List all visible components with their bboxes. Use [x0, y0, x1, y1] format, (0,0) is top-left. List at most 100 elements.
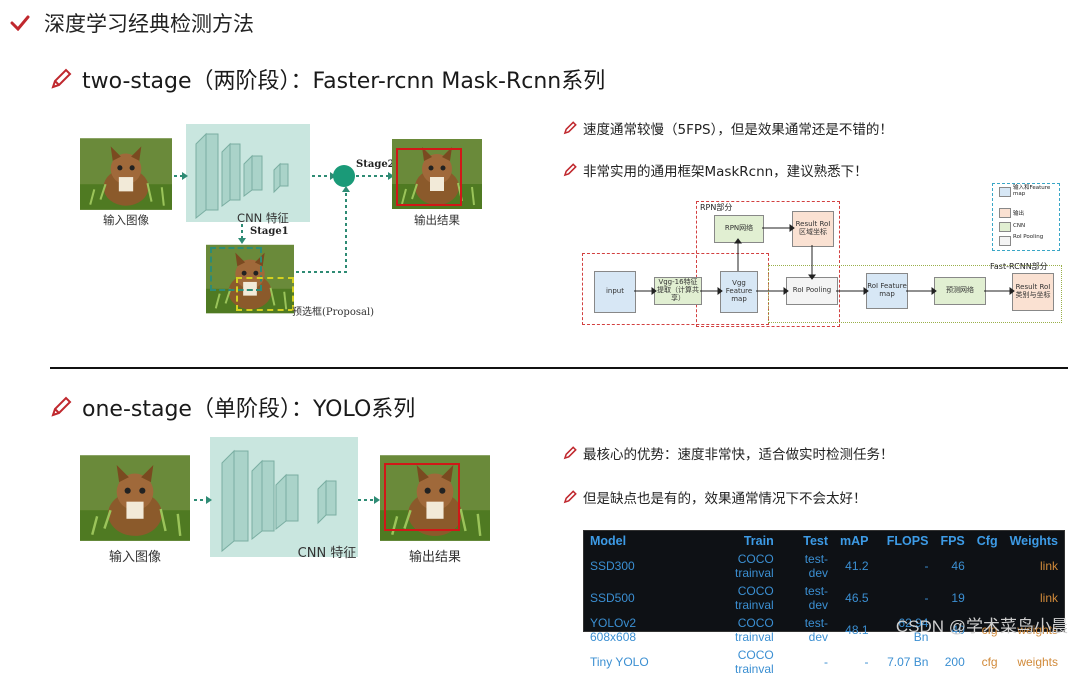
table-cell: 48.1	[845, 623, 869, 637]
input-image-label: 输入图像	[103, 213, 149, 227]
table-cell: test-dev	[804, 584, 829, 612]
result-rpn-box: Result RoI区域坐标	[792, 211, 834, 247]
table-cell: 46	[951, 559, 965, 573]
table-cell: SSD300	[590, 559, 635, 573]
legend-swatch-roi	[999, 236, 1011, 246]
table-cell: 200	[944, 655, 965, 669]
table-cell: -	[864, 655, 869, 669]
proposal-box	[236, 277, 294, 311]
input-image	[80, 138, 172, 210]
table-row: YOLOv2 608x608 COCO trainval test-dev 48…	[584, 614, 1064, 646]
table-cell: 40	[951, 623, 965, 637]
table-cell: test-dev	[804, 552, 829, 580]
one-stage-bullet-1: 最核心的优势：速度非常快，适合做实时检测任务！	[563, 443, 894, 463]
two-stage-heading-row: two-stage（两阶段）：Faster-rcnn Mask-Rcnn系列	[50, 63, 605, 95]
stage1-label: Stage1	[250, 226, 289, 237]
table-header-row: Model Train Test mAP FLOPS FPS Cfg Weigh…	[584, 531, 1064, 550]
cnn-feature-label: CNN 特征	[297, 546, 357, 561]
fast-rcnn-region	[768, 265, 1062, 323]
table-row: SSD500 COCO trainval test-dev 46.5 - 19 …	[584, 582, 1064, 614]
table-cell: -	[924, 591, 929, 605]
column-header: Model	[590, 534, 627, 548]
proposal-image	[206, 243, 294, 315]
one-stage-arrows	[194, 496, 380, 504]
one-stage-heading: one-stage（单阶段）：YOLO系列	[82, 397, 416, 422]
legend-item: RoI Pooling	[1013, 234, 1044, 240]
weights-link[interactable]: weights	[1017, 623, 1058, 637]
checkmark-icon	[10, 15, 30, 31]
page-title: 深度学习经典检测方法	[44, 12, 254, 36]
output-image-label: 输出结果	[414, 213, 460, 227]
table-cell	[971, 550, 1004, 582]
table-cell: Tiny YOLO	[590, 655, 649, 669]
faster-rcnn-diagram: RPN部分 Fast-RCNN部分 input Vgg-16特征提取（计算共享）…	[580, 183, 1070, 330]
table-cell: 19	[951, 591, 965, 605]
weights-link[interactable]: weights	[1017, 655, 1058, 669]
input-image-label: 输入图像	[108, 550, 161, 565]
weights-link[interactable]: link	[1039, 591, 1058, 605]
table-cell: 62.94 Bn	[898, 616, 929, 644]
legend-item: CNN	[1013, 223, 1026, 229]
bullet-text: 最核心的优势：速度非常快，适合做实时检测任务！	[583, 447, 894, 463]
legend-swatch-output	[999, 208, 1011, 218]
table-cell: COCO trainval	[735, 552, 774, 580]
table-cell: COCO trainval	[735, 648, 774, 676]
column-header: FPS	[940, 534, 965, 548]
weights-link[interactable]: link	[1039, 559, 1058, 573]
roi-map-box: RoI Feature map	[866, 273, 908, 309]
pencil-icon	[563, 163, 577, 177]
column-header: Cfg	[976, 534, 998, 548]
vgg-map-box: Vgg Feature map	[720, 271, 758, 313]
cfg-link[interactable]: cfg	[981, 623, 998, 637]
rpn-region	[696, 201, 840, 327]
table-cell: COCO trainval	[735, 616, 774, 644]
watermark: CSDN @学术菜鸟小晨	[895, 617, 1068, 636]
one-stage-bullet-2: 但是缺点也是有的，效果通常情况下不会太好！	[563, 487, 867, 507]
column-header: mAP	[840, 534, 869, 548]
input-box: input	[594, 271, 636, 313]
rcnn-arrows	[634, 224, 1015, 295]
bullet-text: 非常实用的通用框架MaskRcnn，建议熟悉下！	[583, 164, 868, 180]
legend-item: 输出	[1013, 211, 1025, 217]
section-divider	[50, 367, 1068, 369]
legend-item: 输入和Feature map	[1013, 185, 1051, 198]
input-image	[80, 455, 190, 541]
table-row: SSD300 COCO trainval test-dev 41.2 - 46 …	[584, 550, 1064, 582]
title-row: 深度学习经典检测方法	[10, 8, 254, 38]
pencil-icon	[563, 490, 577, 504]
result-final-box: Result RoI类别与坐标	[1012, 273, 1054, 311]
column-header: Train	[743, 534, 774, 548]
pencil-icon	[51, 396, 72, 417]
stage2-label: Stage2	[356, 159, 395, 170]
legend-box: 输入和Feature map 输出 CNN RoI Pooling	[992, 183, 1060, 251]
table-cell: test-dev	[804, 616, 829, 644]
output-image	[392, 138, 482, 210]
table-cell: SSD500	[590, 591, 635, 605]
pencil-icon	[51, 68, 72, 89]
fast-rcnn-title: Fast-RCNN部分	[990, 262, 1048, 271]
two-stage-bullet-1: 速度通常较慢（5FPS），但是效果通常还是不错的！	[563, 118, 893, 138]
output-image	[380, 455, 490, 541]
roi-pooling-box: RoI Pooling	[786, 277, 838, 305]
bullet-text: 速度通常较慢（5FPS），但是效果通常还是不错的！	[583, 122, 893, 138]
column-header: Weights	[1009, 534, 1058, 548]
table-cell: COCO trainval	[735, 584, 774, 612]
vgg16-box: Vgg-16特征提取（计算共享）	[654, 277, 702, 305]
one-stage-heading-row: one-stage（单阶段）：YOLO系列	[50, 391, 415, 423]
table-cell: 41.2	[845, 559, 869, 573]
table-cell: -	[924, 559, 929, 573]
two-stage-bullet-2: 非常实用的通用框架MaskRcnn，建议熟悉下！	[563, 160, 868, 180]
output-image-label: 输出结果	[408, 550, 461, 565]
table-cell: YOLOv2 608x608	[590, 616, 637, 644]
column-header: Test	[803, 534, 829, 548]
detection-box	[384, 463, 460, 531]
yolo-comparison-table: Model Train Test mAP FLOPS FPS Cfg Weigh…	[583, 530, 1065, 676]
detection-box	[396, 148, 462, 206]
two-stage-heading: two-stage（两阶段）：Faster-rcnn Mask-Rcnn系列	[82, 69, 606, 94]
cnn-feature-label: CNN 特征	[237, 211, 289, 225]
cnn-feature-block	[186, 124, 310, 222]
legend-swatch-input	[999, 187, 1011, 197]
bullet-text: 但是缺点也是有的，效果通常情况下不会太好！	[583, 491, 867, 507]
cfg-link[interactable]: cfg	[981, 655, 998, 669]
cnn-feature-block	[210, 437, 358, 557]
